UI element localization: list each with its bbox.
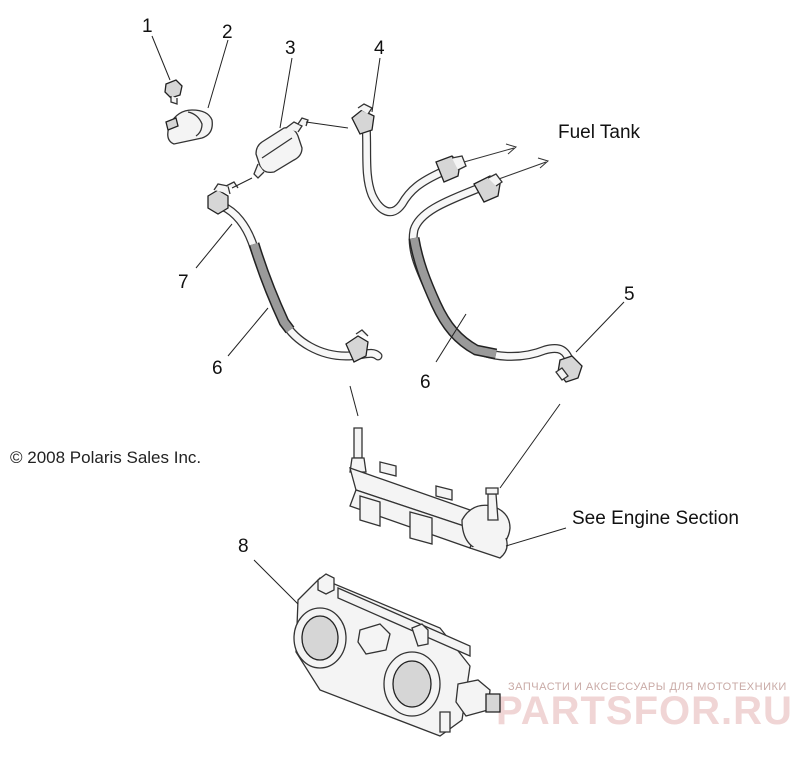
fuel-tank-arrows [463,143,550,181]
part-6-fuel-hose-left [217,201,383,363]
callout-2: 2 [222,22,233,43]
watermark-tagline: ЗАПЧАСТИ И АКСЕССУАРЫ ДЛЯ МОТОТЕХНИКИ [508,681,787,693]
part-2-clamp [165,109,213,145]
callout-5: 5 [624,284,635,305]
part-8-throttle-body [293,573,501,737]
callout-6-right: 6 [420,372,431,393]
callout-6-left: 6 [212,358,223,379]
callout-1: 1 [142,16,153,37]
part-5-quick-connect [555,355,583,383]
part-6-fuel-hose-right [408,173,575,367]
copyright-notice: © 2008 Polaris Sales Inc. [10,448,201,467]
leader-lines [151,35,625,605]
part-4-fuel-hose [351,103,467,217]
fuel-tank-label: Fuel Tank [558,122,641,143]
callout-7: 7 [178,272,189,293]
watermark-logo: PARTSFOR.RU [496,689,793,733]
callout-8: 8 [238,536,249,557]
see-engine-section-label: See Engine Section [572,508,739,529]
fuel-rail [349,427,511,559]
part-1-bolt [164,79,183,105]
part-3-fuel-filter [253,117,309,179]
part-7-quick-connect [207,181,239,215]
callout-4: 4 [374,38,385,59]
callout-3: 3 [285,38,296,59]
